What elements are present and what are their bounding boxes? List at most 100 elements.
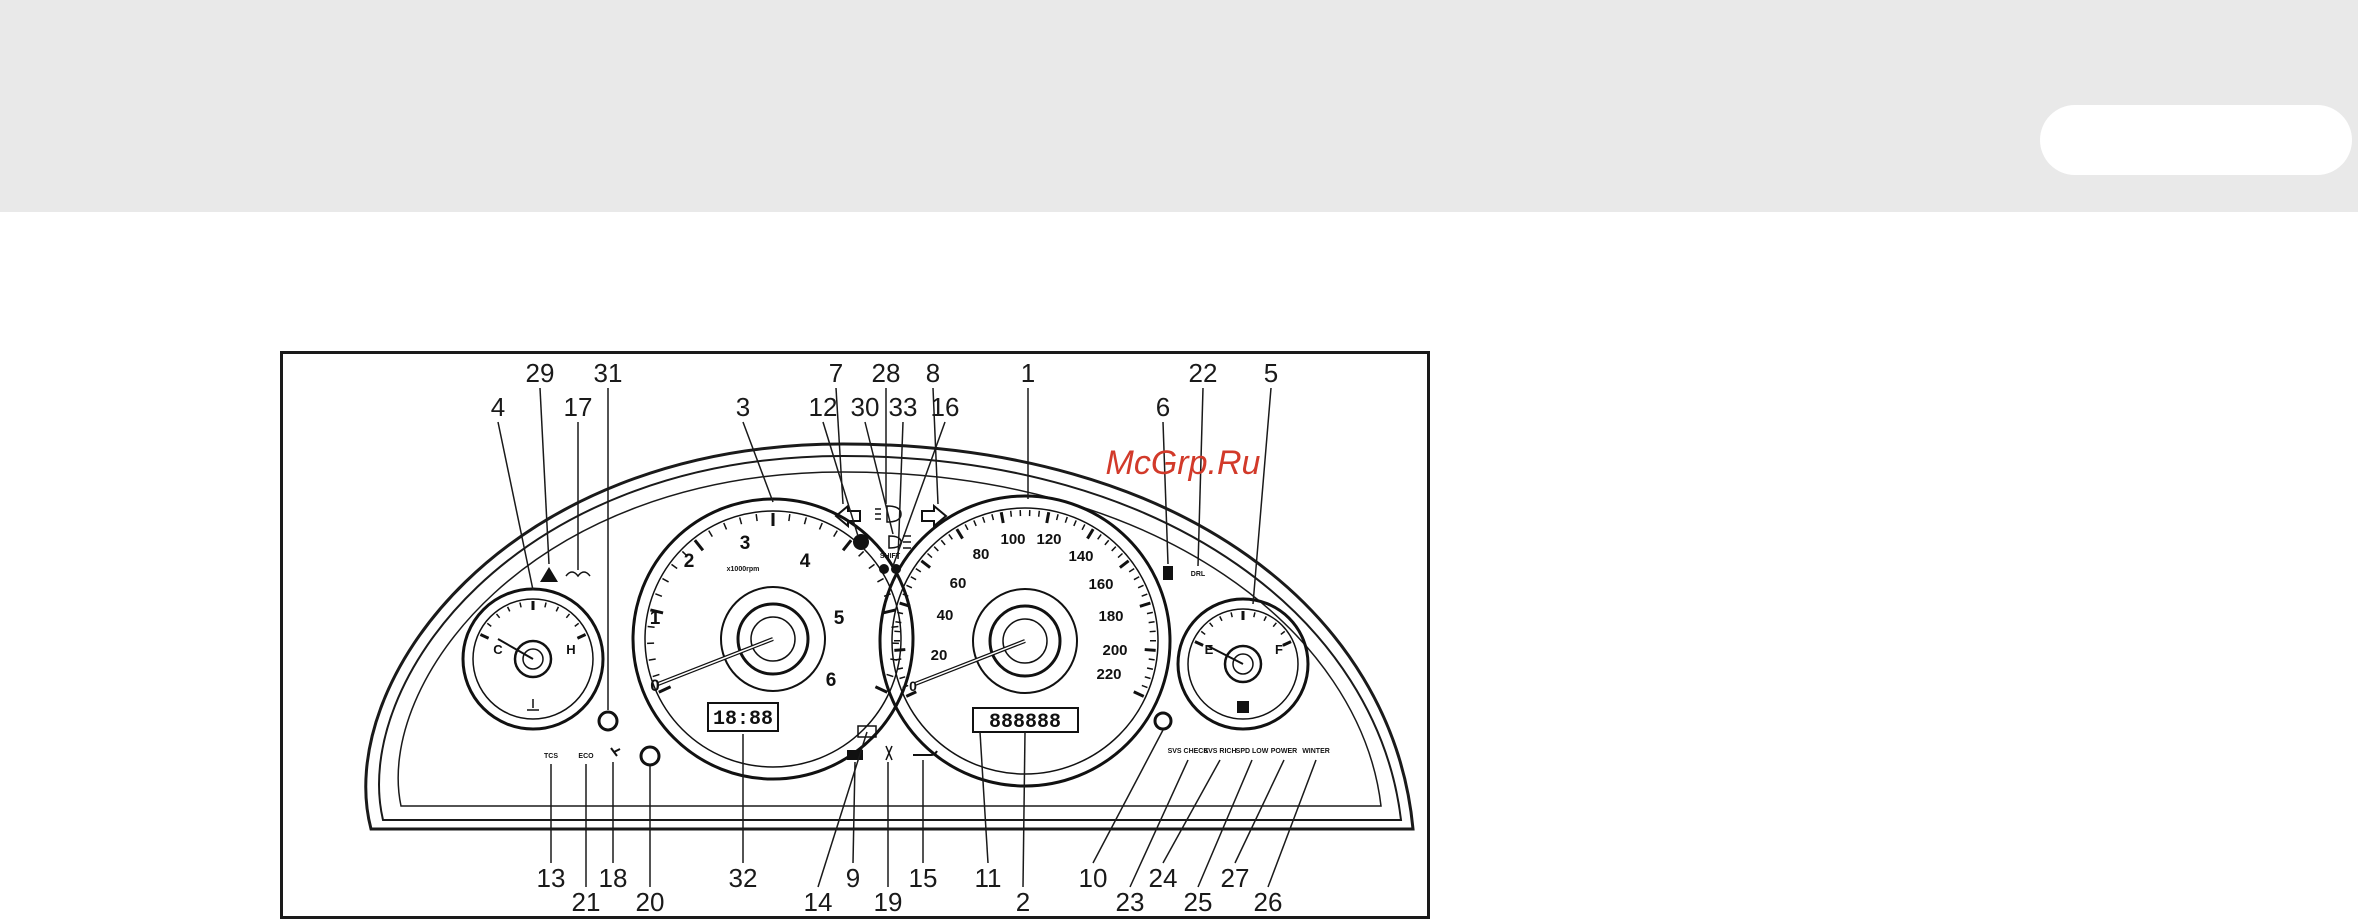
eco-label: ECO	[578, 753, 594, 760]
dial-tick	[843, 540, 851, 550]
dial-tick	[566, 614, 569, 618]
callout-12: 12	[809, 392, 838, 422]
callout-9: 9	[846, 863, 860, 893]
dial-tick	[545, 602, 546, 607]
tach-num-5: 5	[834, 608, 845, 629]
tach-num-3: 3	[740, 533, 751, 554]
dial-tick	[869, 564, 875, 568]
dial-tick	[934, 547, 938, 551]
dial-tick	[1254, 612, 1255, 617]
dial-tick	[957, 529, 963, 538]
wiper-icon	[566, 572, 590, 576]
dial-tick	[1147, 612, 1153, 613]
dial-tick	[1201, 631, 1205, 634]
callout-14: 14	[804, 887, 833, 916]
tach-zero: 0	[650, 676, 659, 695]
dial-tick	[941, 540, 945, 545]
dial-tick	[709, 531, 713, 537]
callout-15: 15	[909, 863, 938, 893]
dial-tick	[1210, 623, 1213, 627]
callout-1: 1	[1021, 358, 1035, 388]
instrument-cluster-figure: C H 0 1 2 3 4 5 6 x1000rpm 18:88	[280, 351, 1430, 919]
low-fuel-warning-icon	[1163, 566, 1173, 580]
warning-triangle-icon	[540, 567, 558, 582]
callout-11: 11	[975, 863, 1002, 893]
dial-tick	[740, 517, 742, 524]
clock-text: 18:88	[713, 708, 773, 731]
dial-tick	[575, 623, 579, 626]
dial-tick	[671, 564, 677, 568]
callout-32: 32	[729, 863, 758, 893]
dial-tick	[487, 623, 491, 626]
dial-tick	[756, 514, 757, 521]
dial-tick	[1138, 585, 1143, 588]
callout-31: 31	[594, 358, 623, 388]
callout-23: 23	[1116, 887, 1145, 916]
drl-label: DRL	[1191, 571, 1206, 578]
dial-tick	[974, 520, 976, 526]
dial-tick	[992, 514, 994, 520]
dial-tick	[906, 585, 911, 588]
dial-tick	[1065, 517, 1067, 523]
dial-tick	[1118, 553, 1122, 557]
dial-tick	[1001, 512, 1003, 523]
header-band	[0, 0, 2358, 212]
callout-6: 6	[1156, 392, 1170, 422]
callout-5: 5	[1264, 358, 1278, 388]
dial-tick	[965, 524, 968, 529]
dial-tick	[1082, 524, 1085, 529]
seatbelt-passenger-icon	[886, 746, 892, 760]
leader-line-2	[1023, 732, 1025, 887]
dial-tick	[949, 534, 952, 539]
temperature-gauge: C H	[463, 589, 603, 729]
leader-line-30	[865, 422, 893, 534]
dial-tick	[921, 561, 930, 568]
dial-tick	[859, 551, 864, 556]
dial-tick	[1149, 622, 1155, 623]
dial-tick	[916, 569, 921, 572]
leader-line-24	[1163, 760, 1220, 863]
indicator-lamp-31	[599, 712, 617, 730]
speedo-num-20: 20	[931, 647, 948, 664]
tach-num-6: 6	[826, 670, 837, 691]
dial-tick	[724, 523, 727, 529]
airbag-icon	[611, 748, 620, 756]
dial-tick	[1134, 692, 1144, 697]
speedo-num-60: 60	[950, 575, 967, 592]
svs-rich-label: SVS RICH	[1203, 748, 1236, 755]
dial-tick	[1145, 650, 1156, 651]
callout-29: 29	[526, 358, 555, 388]
trip-reset-button	[1155, 713, 1171, 729]
leader-line-10	[1093, 730, 1163, 863]
dial-tick	[1283, 642, 1291, 646]
odometer-text: 888888	[989, 711, 1061, 734]
dial-tick	[1057, 514, 1059, 520]
dial-tick	[875, 687, 887, 692]
speedo-num-40: 40	[937, 607, 954, 624]
callout-4: 4	[491, 392, 505, 422]
dial-tick	[1145, 677, 1151, 679]
dial-tick	[695, 540, 703, 550]
cluster-diagram: C H 0 1 2 3 4 5 6 x1000rpm 18:88	[283, 354, 1427, 916]
dial-tick	[789, 514, 790, 521]
dial-tick	[911, 577, 916, 580]
callout-22: 22	[1189, 358, 1218, 388]
dial-tick	[520, 602, 521, 607]
dial-tick	[1142, 685, 1148, 687]
dial-tick	[928, 553, 932, 557]
callout-7: 7	[829, 358, 843, 388]
leader-line-27	[1235, 760, 1284, 863]
dial-tick	[480, 634, 488, 638]
tach-num-1: 1	[650, 608, 661, 629]
tach-num-4: 4	[800, 551, 811, 572]
brake-warning-icon	[641, 747, 659, 765]
dial-tick	[1074, 520, 1076, 526]
tab-pill[interactable]	[2040, 105, 2352, 175]
dial-tick	[1047, 512, 1049, 523]
callout-30: 30	[851, 392, 880, 422]
dial-tick	[1120, 561, 1129, 568]
temp-hot-label: H	[566, 642, 575, 657]
leader-line-11	[980, 732, 988, 863]
dial-tick	[983, 517, 985, 523]
callout-10: 10	[1079, 863, 1108, 893]
